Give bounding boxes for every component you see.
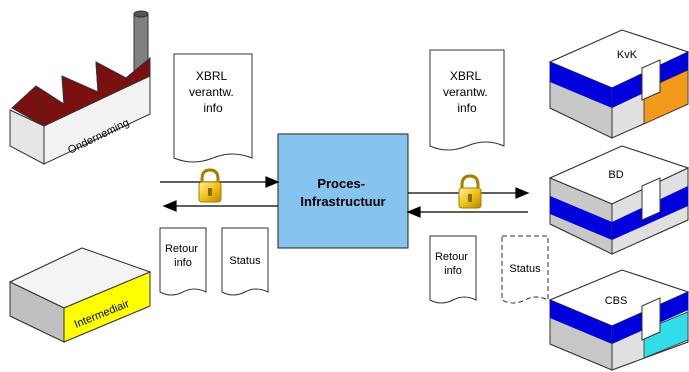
- svg-text:XBRL verantw. info: XBRL verantw. info: [443, 69, 491, 115]
- bd-label: BD: [608, 169, 623, 181]
- factory-onderneming: Onderneming: [9, 10, 151, 165]
- status-left-label: Status: [229, 255, 261, 267]
- lock-icon: [198, 168, 222, 203]
- document-retour-left: Retour info: [159, 227, 207, 296]
- document-status-right: Status: [501, 235, 549, 304]
- status-right-label: Status: [509, 263, 541, 275]
- xbrl-right-line1: XBRL: [450, 69, 482, 83]
- building-cbs: CBS: [548, 269, 689, 371]
- retour-left-line1: Retour: [165, 243, 198, 255]
- svg-text:XBRL verantw. info: XBRL verantw. info: [189, 69, 237, 115]
- svg-text:Retour info: Retour info: [165, 243, 201, 269]
- xbrl-right-line3: info: [457, 101, 477, 115]
- document-xbrl-right: XBRL verantw. info: [429, 49, 505, 151]
- svg-text:Proces- Infrastructuur: Proces- Infrastructuur: [300, 176, 385, 209]
- building-bd: BD: [548, 145, 689, 255]
- retour-left-line2: info: [174, 257, 192, 269]
- document-retour-right: Retour info: [429, 235, 477, 304]
- retour-right-line2: info: [444, 265, 462, 277]
- document-xbrl-left: XBRL verantw. info: [173, 53, 253, 163]
- xbrl-right-line2: verantw.: [443, 85, 488, 99]
- process-infrastructure-box: Proces- Infrastructuur: [277, 133, 409, 249]
- xbrl-left-line1: XBRL: [196, 69, 228, 83]
- svg-text:Retour info: Retour info: [435, 251, 471, 277]
- xbrl-left-line2: verantw.: [189, 85, 234, 99]
- xbrl-left-line3: info: [203, 101, 223, 115]
- process-line1: Proces-: [317, 176, 365, 191]
- lock-icon: [458, 174, 482, 209]
- box-intermediair: Intermediair: [8, 247, 152, 343]
- retour-right-line1: Retour: [435, 251, 468, 263]
- document-status-left: Status: [221, 227, 269, 296]
- kvk-label: KvK: [617, 49, 638, 61]
- building-kvk: KvK: [548, 29, 689, 139]
- cbs-label: CBS: [605, 295, 628, 307]
- process-line2: Infrastructuur: [300, 194, 385, 209]
